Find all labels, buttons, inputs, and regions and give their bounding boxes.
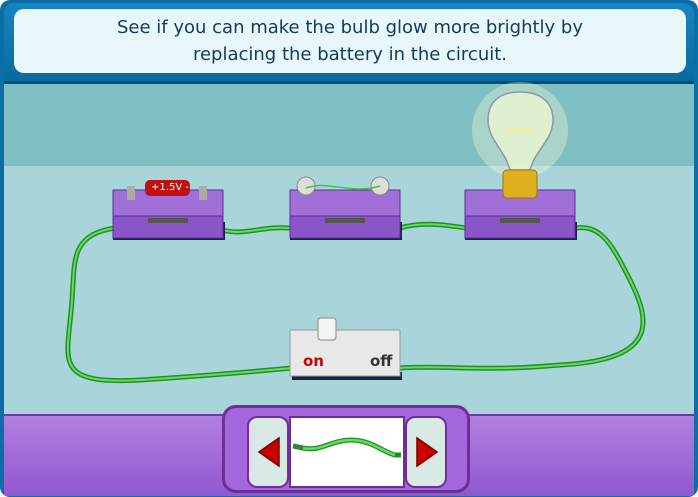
back-wall xyxy=(4,84,694,166)
next-component-button[interactable] xyxy=(405,416,447,488)
instruction-line-2: replacing the battery in the circuit. xyxy=(192,44,508,65)
bulb-base xyxy=(502,169,538,199)
bulb xyxy=(487,91,554,171)
selected-component-slot[interactable] xyxy=(289,416,405,488)
wire-icon xyxy=(292,437,401,458)
blank-board[interactable] xyxy=(289,176,402,240)
switch-off-label[interactable]: off xyxy=(370,352,393,370)
instruction-line-1: See if you can make the bulb glow more b… xyxy=(117,17,583,38)
arrow-left-icon xyxy=(257,436,280,468)
switch[interactable] xyxy=(289,317,402,380)
switch-lever xyxy=(317,317,337,341)
battery xyxy=(145,180,190,196)
bulb-board[interactable] xyxy=(464,82,577,240)
header: See if you can make the bulb glow more b… xyxy=(4,3,694,84)
arrow-right-icon xyxy=(416,436,439,468)
previous-component-button[interactable] xyxy=(247,416,289,488)
instruction-box: See if you can make the bulb glow more b… xyxy=(14,9,686,73)
battery-board[interactable] xyxy=(112,180,225,240)
battery-voltage-label: +1.5V - xyxy=(151,182,189,193)
component-selector xyxy=(222,405,470,493)
switch-on-label[interactable]: on xyxy=(303,352,324,370)
